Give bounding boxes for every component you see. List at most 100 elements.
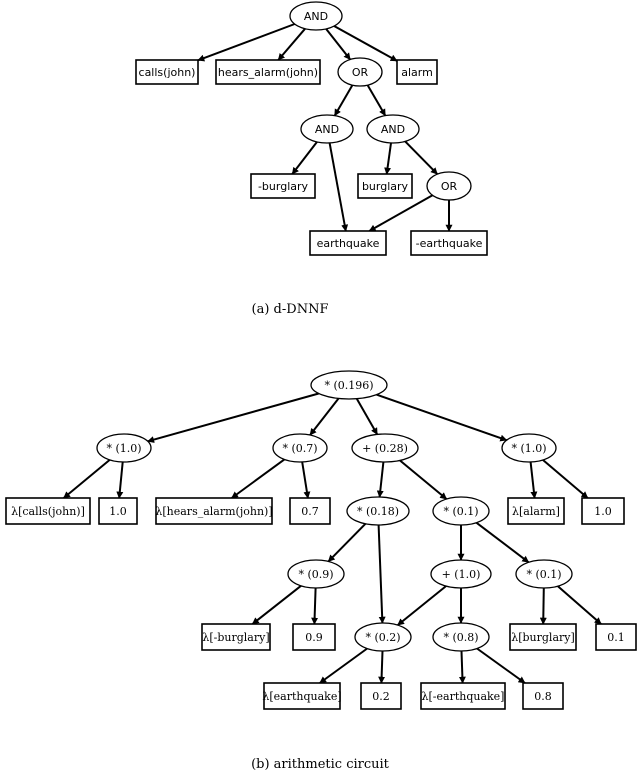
circuit-edge-m09-to-lnburg — [251, 585, 302, 625]
circuit-edge-m01b-to-v01 — [557, 585, 602, 625]
ddnnf-edge-and_r-to-or2 — [404, 140, 439, 175]
circuit-node-label: λ[earthquake] — [262, 690, 341, 703]
circuit-node-label: * (1.0) — [511, 442, 546, 455]
circuit-box — [420, 682, 506, 710]
ddnnf-edge-and_root-to-or1 — [325, 28, 351, 61]
circuit-box — [289, 497, 331, 525]
ddnnf-node-label: earthquake — [317, 237, 380, 250]
circuit-node-1-0: * (1.0) — [501, 433, 557, 463]
ddnnf-node-label: AND — [304, 10, 328, 23]
circuit-box — [263, 682, 341, 710]
circuit-edge-root-to-m1b — [376, 393, 508, 442]
circuit-edge-root-to-p028 — [355, 398, 379, 436]
circuit-box — [5, 497, 91, 525]
circuit-edge-m01-to-m01b — [475, 521, 530, 564]
circuit-node-label: 0.2 — [372, 690, 390, 703]
ddnnf-box — [309, 230, 387, 256]
circuit-box — [292, 623, 336, 651]
circuit-node-label: 1.0 — [109, 505, 127, 518]
circuit-node-label: + (0.28) — [362, 442, 408, 455]
ddnnf-node-label: burglary — [362, 180, 409, 193]
circuit-node-1-0: 1.0 — [98, 497, 138, 525]
circuit-ellipse — [310, 370, 388, 400]
circuit-node-earthquake: λ[-earthquake] — [420, 682, 506, 710]
ddnnf-node-label: OR — [352, 66, 369, 79]
circuit-node-0-9: 0.9 — [292, 623, 336, 651]
circuit-edge-m1-to-v10a — [116, 461, 124, 499]
circuit-ellipse — [432, 496, 490, 526]
circuit-edge-m01b-to-lburg — [539, 587, 547, 625]
circuit-node-label: 0.8 — [534, 690, 552, 703]
circuit-box — [155, 497, 273, 525]
circuit-node-earthquake: λ[earthquake] — [262, 682, 342, 710]
circuit-node-label: 1.0 — [594, 505, 612, 518]
circuit-edge-m1-to-lcalls — [63, 459, 111, 499]
circuit-node-0-7: 0.7 — [289, 497, 331, 525]
circuit-ellipse — [351, 433, 419, 463]
circuit-edge-m018-to-m09 — [327, 523, 367, 563]
ddnnf-node-alarm: alarm — [396, 59, 438, 85]
ddnnf-node-earthquake: -earthquake — [410, 230, 488, 256]
ddnnf-node-burglary: burglary — [357, 173, 413, 199]
circuit-ellipse — [432, 622, 490, 652]
ddnnf-edge-and_r-to-burg — [384, 142, 392, 175]
ddnnf-node-and: AND — [300, 114, 354, 144]
ddnnf-ellipse — [366, 114, 420, 144]
circuit-edge-p028-to-m018 — [376, 461, 385, 498]
ddnnf-box — [135, 59, 199, 85]
circuit-node-label: λ[alarm] — [512, 505, 560, 518]
ddnnf-box — [250, 173, 316, 199]
ddnnf-ellipse — [337, 57, 383, 87]
ddnnf-node-label: -burglary — [258, 180, 309, 193]
ddnnf-edge-and_root-to-calls — [197, 23, 296, 62]
circuit-node-label: * (0.18) — [357, 505, 399, 518]
circuit-box — [360, 682, 402, 710]
circuit-node-label: * (0.9) — [298, 568, 333, 581]
ddnnf-box — [357, 173, 413, 199]
circuit-node-1-0: * (1.0) — [96, 433, 152, 463]
circuit-node-hears-alarm-john: λ[hears_alarm(john)] — [155, 497, 273, 525]
ddnnf-ellipse — [300, 114, 354, 144]
ddnnf-edges — [197, 23, 453, 232]
circuit-node-0-2: * (0.2) — [354, 622, 412, 652]
circuit-node-alarm: λ[alarm] — [507, 497, 565, 525]
circuit-node-label: λ[-burglary] — [202, 631, 269, 644]
circuit-edge-m08-to-lneq — [458, 650, 466, 684]
circuit-node-0-28: + (0.28) — [351, 433, 419, 463]
ddnnf-box — [396, 59, 438, 85]
circuit-node-label: * (0.7) — [282, 442, 317, 455]
ddnnf-node-or: OR — [337, 57, 383, 87]
circuit-node-label: * (0.1) — [443, 505, 478, 518]
circuit-box — [595, 623, 637, 651]
circuit-node-0-1: * (0.1) — [432, 496, 490, 526]
circuit-edge-m02-to-v02 — [378, 650, 386, 684]
circuit-node-label: * (0.1) — [526, 568, 561, 581]
circuit-ellipse — [272, 433, 328, 463]
ddnnf-node-label: AND — [315, 123, 339, 136]
circuit-node-label: + (1.0) — [442, 568, 481, 581]
ddnnf-node-burglary: -burglary — [250, 173, 316, 199]
ddnnf-node-or: OR — [426, 171, 472, 201]
circuit-edge-root-to-m1 — [147, 392, 319, 443]
circuit-edge-m018-to-m02 — [377, 524, 386, 624]
ddnnf-box — [410, 230, 488, 256]
circuit-node-0-8: * (0.8) — [432, 622, 490, 652]
circuit-node-label: 0.1 — [607, 631, 625, 644]
circuit-edge-root-to-m07 — [309, 397, 340, 436]
circuit-node-label: * (1.0) — [106, 442, 141, 455]
ddnnf-edge-and_l-to-nburg — [291, 141, 318, 175]
ddnnf-ellipse — [426, 171, 472, 201]
circuit-edge-m02-to-leq — [319, 647, 368, 684]
caption-ddnnf: (a) d-DNNF — [252, 302, 329, 317]
circuit-box — [522, 682, 564, 710]
circuit-ellipse — [501, 433, 557, 463]
circuit-ellipse — [354, 622, 412, 652]
ddnnf-node-label: hears_alarm(john) — [218, 66, 318, 79]
circuit-node-0-7: * (0.7) — [272, 433, 328, 463]
circuit-node-burglary: λ[burglary] — [509, 623, 577, 651]
ddnnf-node-hears-alarm-john: hears_alarm(john) — [215, 59, 321, 85]
circuit-node-1-0: 1.0 — [581, 497, 625, 525]
circuit-node-0-2: 0.2 — [360, 682, 402, 710]
circuit-node-label: 0.7 — [301, 505, 319, 518]
ddnnf-edge-or1-to-and_l — [333, 84, 354, 117]
